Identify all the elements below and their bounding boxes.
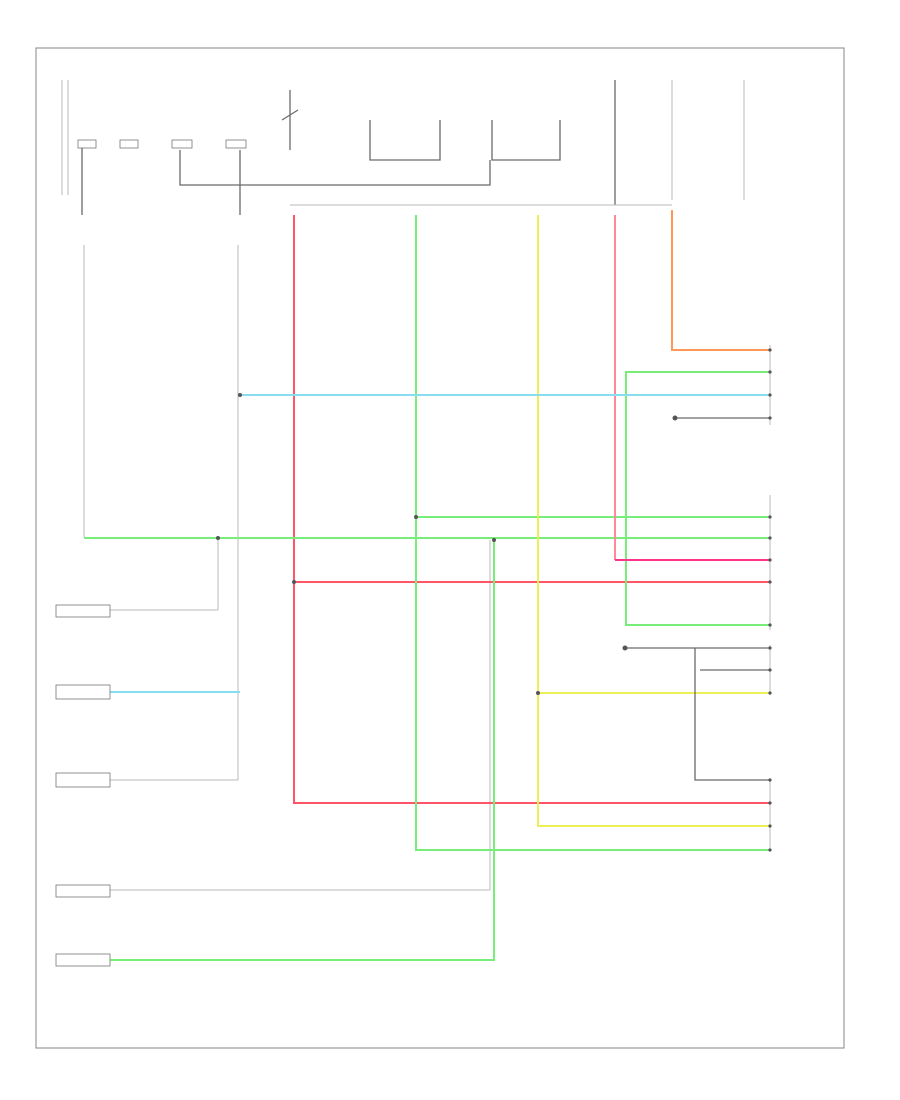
cyan-wire xyxy=(110,394,770,693)
control-module-block xyxy=(61,80,745,215)
splice-points xyxy=(216,393,678,695)
yellow-wire xyxy=(537,215,770,827)
red-wire xyxy=(293,215,770,804)
right-connectors xyxy=(768,348,772,852)
diagram-frame xyxy=(35,47,845,1049)
green-wire xyxy=(84,215,770,961)
orange-wire xyxy=(671,210,770,351)
left-components xyxy=(55,604,111,967)
feed-lines xyxy=(83,245,771,891)
gray-wire xyxy=(625,417,770,781)
